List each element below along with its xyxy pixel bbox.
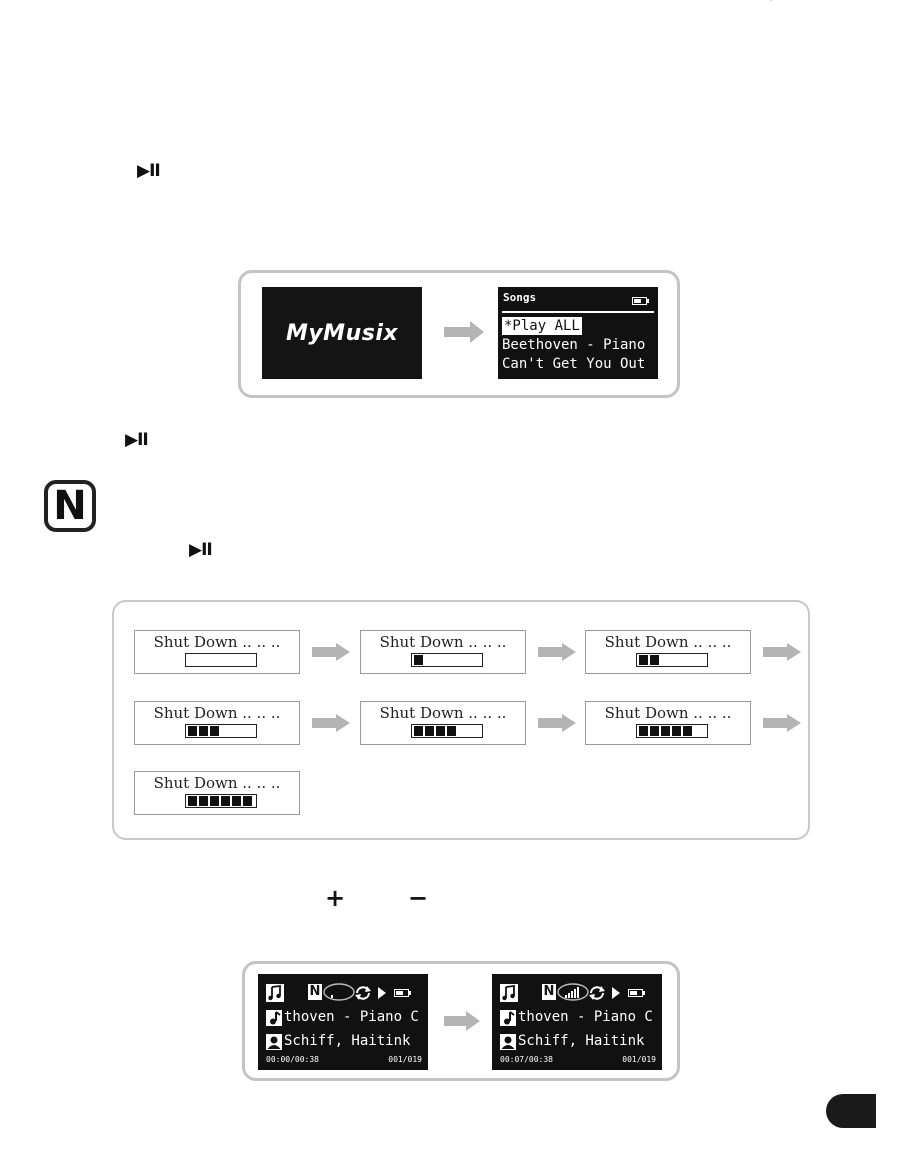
shutdown-label: Shut Down .. .. .. bbox=[379, 633, 507, 651]
arrow-right-icon bbox=[312, 643, 350, 661]
progress-segment bbox=[414, 726, 423, 736]
artist-icon bbox=[266, 1034, 282, 1050]
elapsed-time: 00:00/00:38 bbox=[266, 1055, 319, 1064]
status-icons bbox=[355, 986, 411, 1000]
progress-segment bbox=[639, 726, 648, 736]
track-number: 001/019 bbox=[388, 1055, 422, 1064]
progress-segment bbox=[221, 796, 230, 806]
arrow-right-icon bbox=[763, 714, 801, 732]
progress-segment bbox=[414, 655, 423, 665]
menu-screen: Songs *Play ALL Beethoven - Piano Can't … bbox=[498, 287, 658, 379]
progress-segment bbox=[188, 726, 197, 736]
shutdown-progress-bar bbox=[636, 724, 708, 738]
progress-segment bbox=[639, 655, 648, 665]
volume-indicator-icon bbox=[323, 983, 355, 1001]
shutdown-frame: Shut Down .. .. .. bbox=[134, 630, 300, 674]
shutdown-frame: Shut Down .. .. .. bbox=[360, 701, 526, 745]
shutdown-progress-bar bbox=[185, 794, 257, 808]
menu-item-song[interactable]: Beethoven - Piano bbox=[502, 337, 646, 353]
page-number-tab bbox=[826, 1094, 876, 1128]
shutdown-label: Shut Down .. .. .. bbox=[153, 774, 281, 792]
minus-icon: − bbox=[408, 884, 429, 912]
progress-segment bbox=[683, 726, 692, 736]
plus-icon: + bbox=[325, 884, 346, 912]
progress-segment bbox=[447, 726, 456, 736]
shutdown-frame: Shut Down .. .. .. bbox=[360, 630, 526, 674]
menu-item-song[interactable]: Can't Get You Out bbox=[502, 356, 646, 372]
progress-segment bbox=[425, 726, 434, 736]
music-note-icon bbox=[266, 984, 284, 1002]
progress-segment bbox=[210, 796, 219, 806]
play-pause-icon: ▶II bbox=[125, 430, 149, 450]
progress-segment bbox=[210, 726, 219, 736]
shutdown-label: Shut Down .. .. .. bbox=[153, 704, 281, 722]
battery-icon bbox=[632, 297, 649, 305]
shutdown-frame: Shut Down .. .. .. bbox=[134, 701, 300, 745]
shutdown-label: Shut Down .. .. .. bbox=[604, 633, 732, 651]
progress-segment bbox=[199, 726, 208, 736]
progress-segment bbox=[650, 726, 659, 736]
progress-segment bbox=[232, 796, 241, 806]
track-icon bbox=[500, 1010, 516, 1026]
shutdown-label: Shut Down .. .. .. bbox=[379, 704, 507, 722]
status-icons bbox=[589, 986, 645, 1000]
music-note-icon bbox=[500, 984, 518, 1002]
shutdown-progress-bar bbox=[185, 653, 257, 667]
corner-curve-decoration bbox=[770, 0, 772, 1]
shutdown-progress-bar bbox=[411, 653, 483, 667]
boot-logo-screen: MyMusix bbox=[262, 287, 422, 379]
progress-segment bbox=[199, 796, 208, 806]
arrow-right-icon bbox=[444, 1011, 480, 1031]
play-pause-icon: ▶II bbox=[137, 161, 161, 181]
progress-segment bbox=[243, 796, 252, 806]
progress-segment bbox=[661, 726, 670, 736]
note-icon: N bbox=[44, 480, 96, 532]
normal-mode-badge: N bbox=[308, 984, 322, 1000]
header-divider bbox=[502, 311, 654, 313]
arrow-right-icon bbox=[538, 643, 576, 661]
progress-segment bbox=[436, 726, 445, 736]
progress-segment bbox=[650, 655, 659, 665]
boot-sequence-panel: MyMusix Songs *Play ALL Beethoven - Pian… bbox=[238, 270, 680, 398]
normal-mode-badge: N bbox=[542, 984, 556, 1000]
track-icon bbox=[266, 1010, 282, 1026]
track-number: 001/019 bbox=[622, 1055, 656, 1064]
artist-name: Schiff, Haitink bbox=[284, 1033, 411, 1049]
volume-indicator-icon bbox=[557, 983, 589, 1001]
track-title: thoven - Piano C bbox=[518, 1009, 653, 1025]
shutdown-sequence-panel: Shut Down .. .. .. Shut Down .. .. .. Shut… bbox=[112, 600, 810, 840]
arrow-right-icon bbox=[444, 321, 484, 343]
shutdown-frame: Shut Down .. .. .. bbox=[134, 771, 300, 815]
artist-name: Schiff, Haitink bbox=[518, 1033, 645, 1049]
arrow-right-icon bbox=[538, 714, 576, 732]
shutdown-label: Shut Down .. .. .. bbox=[153, 633, 281, 651]
progress-segment bbox=[188, 796, 197, 806]
shutdown-progress-bar bbox=[411, 724, 483, 738]
shutdown-frame: Shut Down .. .. .. bbox=[585, 630, 751, 674]
elapsed-time: 00:07/00:38 bbox=[500, 1055, 553, 1064]
play-pause-icon: ▶II bbox=[189, 540, 213, 560]
artist-icon bbox=[500, 1034, 516, 1050]
shutdown-frame: Shut Down .. .. .. bbox=[585, 701, 751, 745]
brand-logo: MyMusix bbox=[285, 320, 399, 346]
shutdown-progress-bar bbox=[636, 653, 708, 667]
arrow-right-icon bbox=[312, 714, 350, 732]
menu-item-play-all[interactable]: *Play ALL bbox=[502, 317, 582, 335]
menu-header: Songs bbox=[503, 291, 537, 304]
progress-segment bbox=[672, 726, 681, 736]
track-title: thoven - Piano C bbox=[284, 1009, 419, 1025]
arrow-right-icon bbox=[763, 643, 801, 661]
note-letter: N bbox=[53, 483, 87, 529]
shutdown-label: Shut Down .. .. .. bbox=[604, 704, 732, 722]
shutdown-progress-bar bbox=[185, 724, 257, 738]
